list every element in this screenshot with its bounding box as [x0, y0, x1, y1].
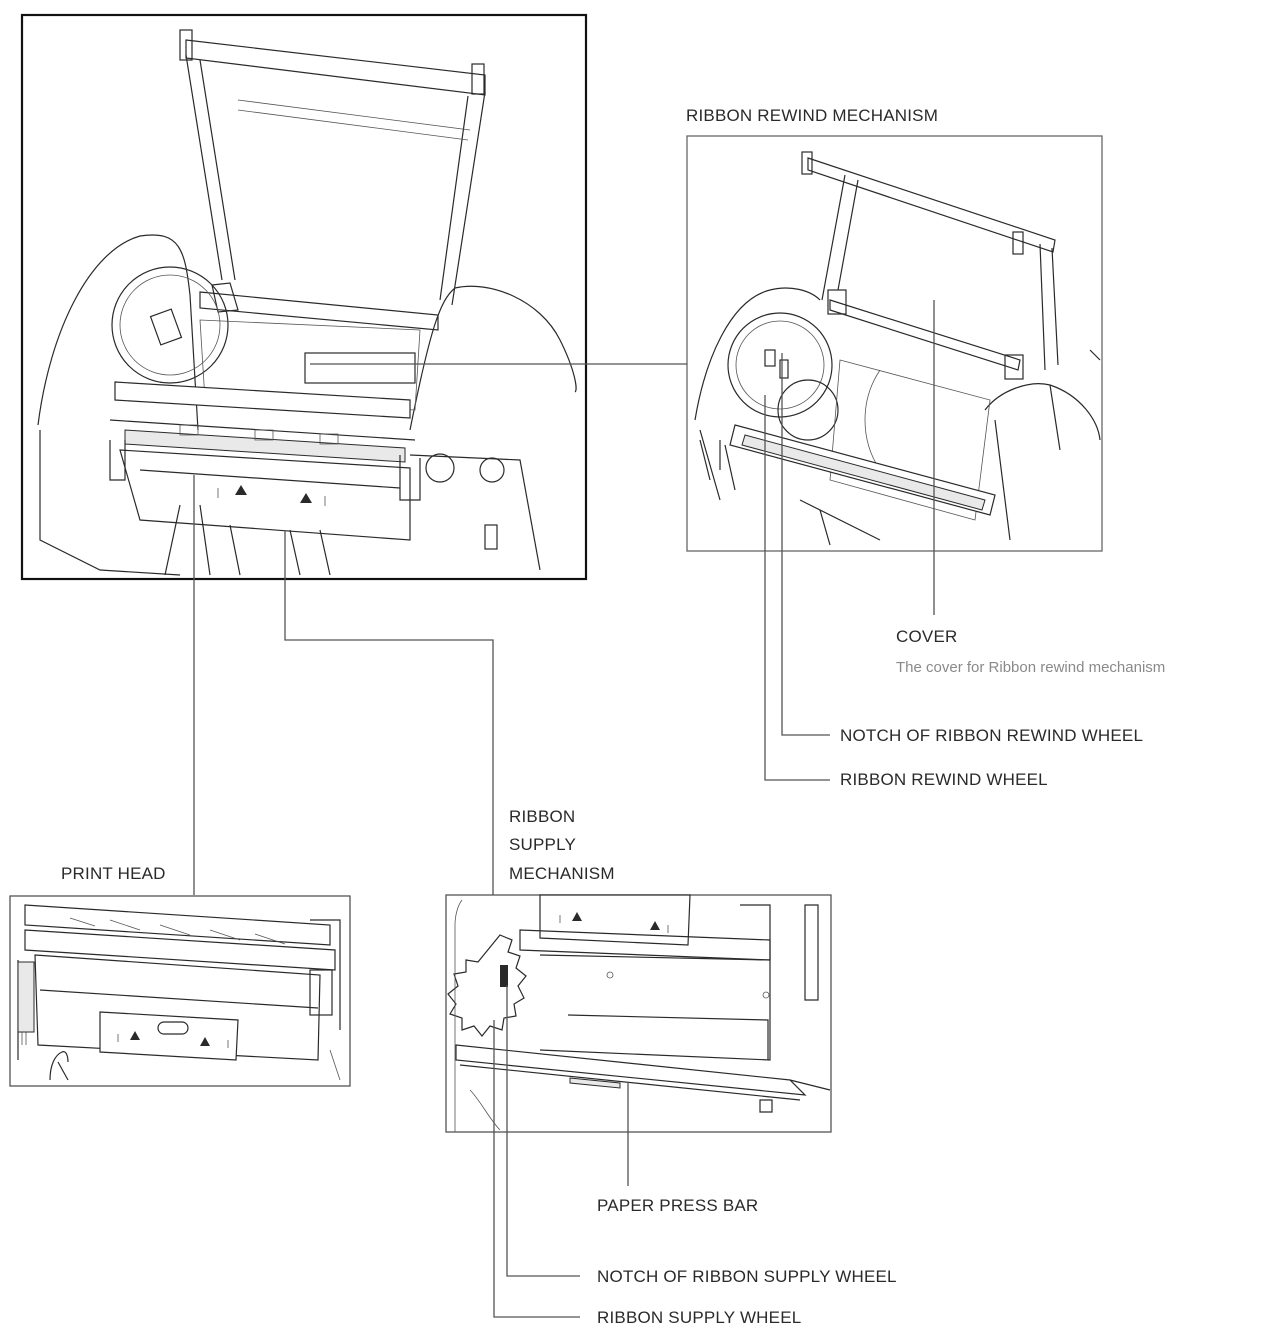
main-printer-view: [20, 13, 588, 581]
print-head-detail: [9, 895, 351, 1087]
label-notch-supply-wheel: NOTCH OF RIBBON SUPPLY WHEEL: [597, 1267, 897, 1286]
leader-supply-wheel: [493, 1020, 580, 1318]
label-cover: COVER: [896, 627, 958, 646]
leader-ribbon-supply: [284, 530, 494, 895]
label-ribbon-supply-3: MECHANISM: [509, 864, 615, 883]
label-ribbon-supply-wheel: RIBBON SUPPLY WHEEL: [597, 1308, 802, 1327]
ribbon-supply-detail: [445, 894, 832, 1133]
label-ribbon-rewind-wheel: RIBBON REWIND WHEEL: [840, 770, 1048, 789]
label-paper-press-bar: PAPER PRESS BAR: [597, 1196, 759, 1215]
label-ribbon-rewind-mechanism: RIBBON REWIND MECHANISM: [686, 106, 939, 125]
leader-notch-supply: [506, 985, 580, 1277]
label-ribbon-supply-1: RIBBON: [509, 807, 576, 826]
label-ribbon-supply-2: SUPPLY: [509, 835, 577, 854]
label-cover-description: The cover for Ribbon rewind mechanism: [896, 659, 1166, 676]
label-print-head: PRINT HEAD: [61, 864, 166, 883]
ribbon-rewind-detail: [686, 135, 1103, 552]
leader-rewind-wheel: [764, 395, 830, 781]
label-notch-rewind-wheel: NOTCH OF RIBBON REWIND WHEEL: [840, 726, 1144, 745]
leader-lines: [193, 300, 935, 1318]
leader-notch-rewind: [781, 353, 830, 736]
